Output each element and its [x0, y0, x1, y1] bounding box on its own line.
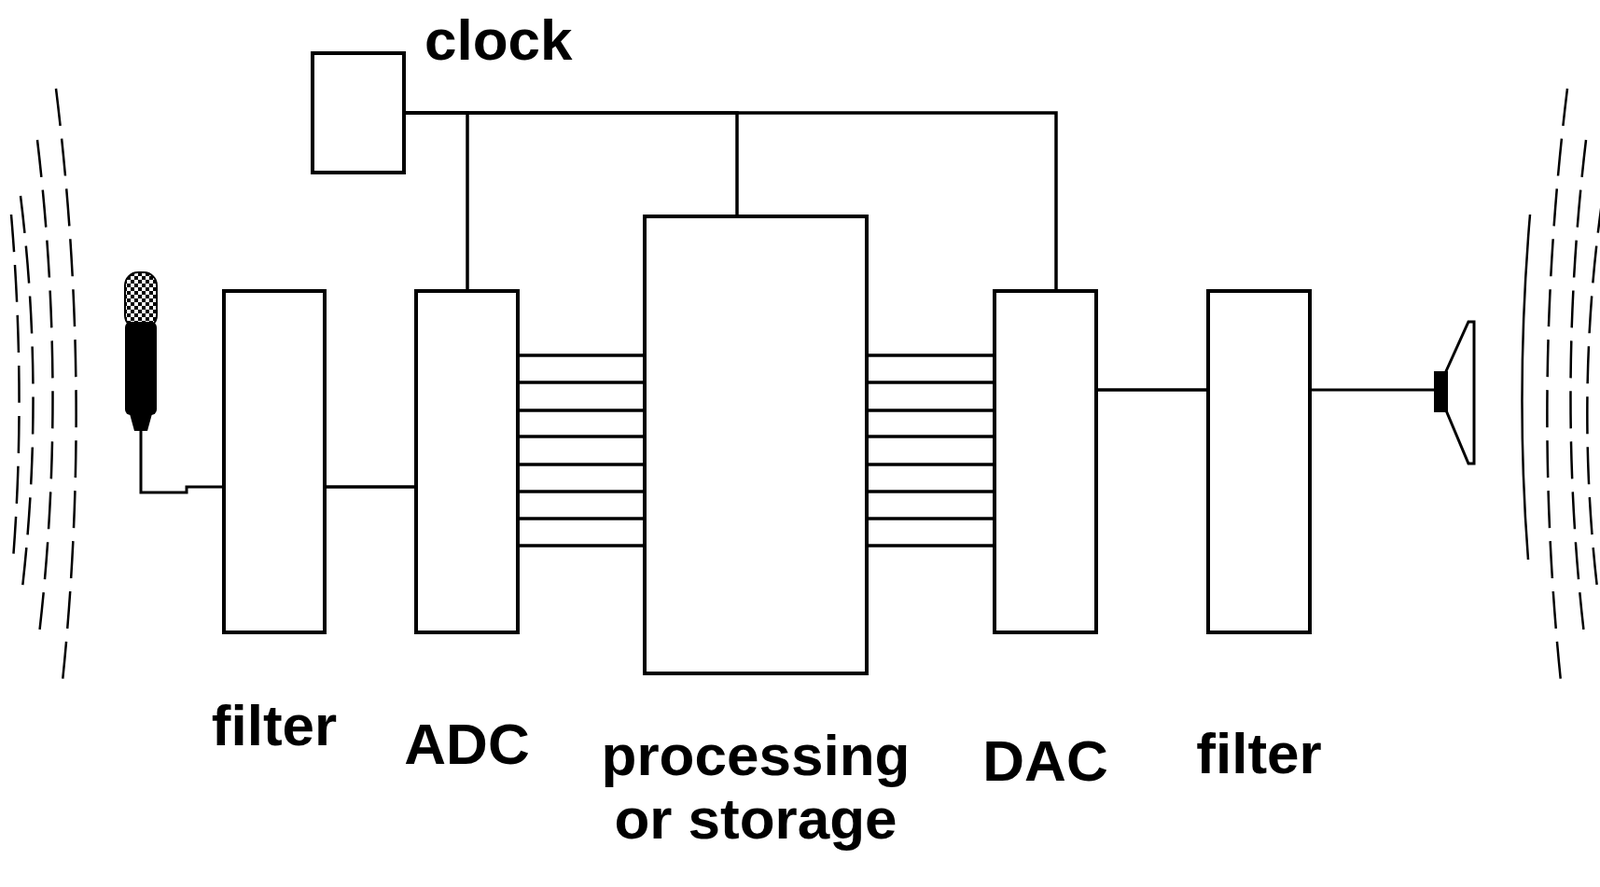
wire: [519, 516, 643, 521]
signal-connector: [405, 112, 468, 290]
signal-connector: [868, 355, 993, 546]
converter-box: ADC: [414, 289, 520, 635]
block-label: filter: [1082, 722, 1437, 786]
speaker-wire: [1311, 389, 1434, 392]
filter-box: filter: [1206, 289, 1312, 635]
signal-connector: [1098, 389, 1207, 391]
wire: [868, 434, 993, 439]
converter-box: DAC: [992, 289, 1099, 635]
microphone-cable: [140, 431, 223, 493]
wire: [868, 353, 993, 358]
wire: [868, 489, 993, 494]
wire: [868, 462, 993, 467]
signal-connector: [405, 112, 738, 215]
wire: [868, 516, 993, 521]
sound-waves: [11, 88, 1600, 691]
block-label: filter: [97, 694, 452, 758]
wire: [519, 408, 643, 413]
wire: [519, 380, 643, 385]
filter-box: filter: [222, 289, 327, 635]
signal-connector: [326, 486, 415, 488]
wire: [868, 380, 993, 385]
wire: [519, 462, 643, 467]
wire: [326, 485, 415, 489]
wire: [868, 408, 993, 413]
wire: [519, 543, 643, 548]
block-label: DAC: [868, 729, 1224, 794]
microphone: [125, 272, 157, 432]
wire: [519, 489, 643, 494]
wire: [405, 112, 468, 290]
loudspeaker: [1433, 321, 1475, 464]
wire: [519, 353, 643, 358]
wire: [868, 543, 993, 548]
clock-box: clock: [310, 51, 406, 175]
wire: [519, 434, 643, 439]
block-label: clock: [424, 8, 573, 72]
block-label: processing or storage: [578, 723, 933, 851]
signal-connector: [519, 355, 643, 546]
processing-box: processing or storage: [642, 214, 869, 676]
wire: [405, 112, 738, 215]
wire: [1098, 388, 1207, 392]
block-label: ADC: [290, 712, 645, 777]
